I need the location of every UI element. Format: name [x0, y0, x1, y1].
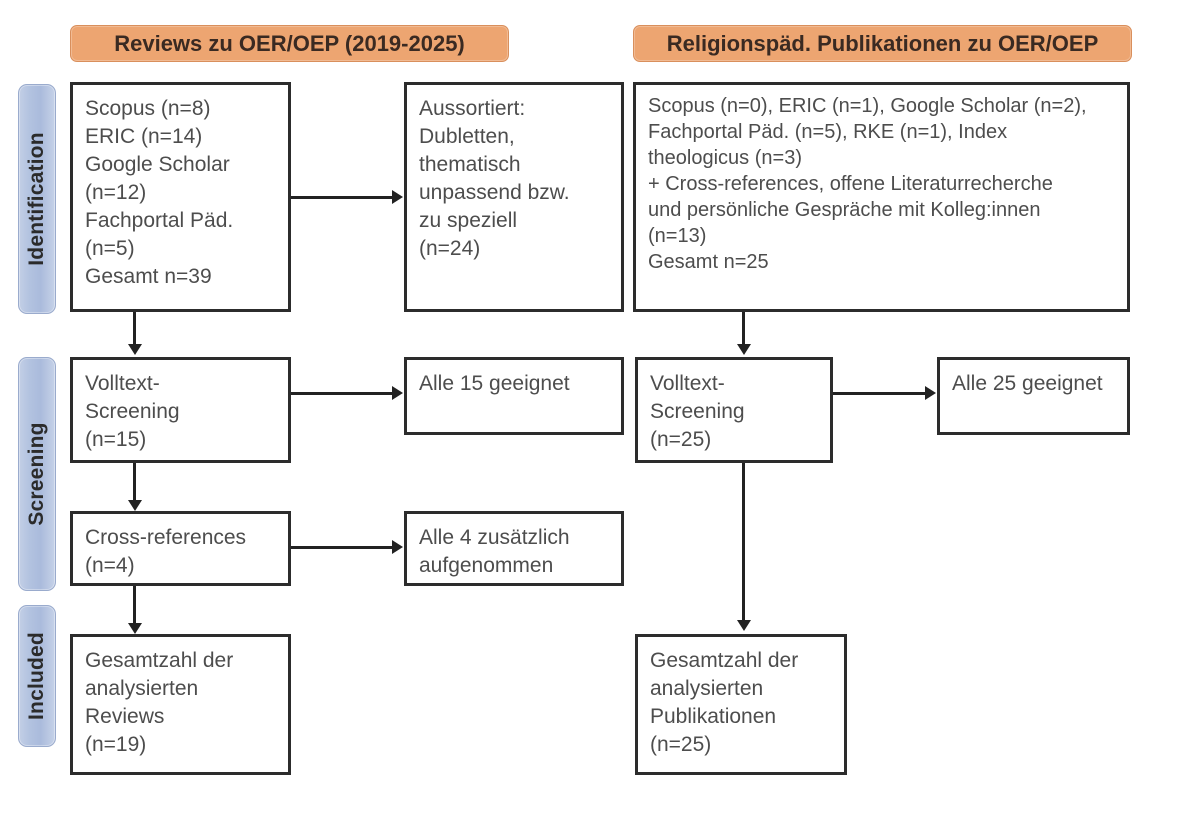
column-header-reviews-text: Reviews zu OER/OEP (2019-2025): [114, 30, 465, 56]
box-left-excluded-text: Aussortiert: Dubletten, thematisch unpas…: [419, 97, 570, 260]
box-left-crossrefs-result-text: Alle 4 zusätzlich aufgenommen: [419, 526, 570, 577]
arrowhead-right-screening-to-result: [925, 386, 936, 400]
box-right-screening-result-text: Alle 25 geeignet: [952, 372, 1103, 395]
arrowhead-left-screening-to-result: [392, 386, 403, 400]
box-left-identification-text: Scopus (n=8) ERIC (n=14) Google Scholar …: [85, 97, 234, 288]
connector-left-screening-to-result: [291, 392, 394, 395]
box-right-identification-text: Scopus (n=0), ERIC (n=1), Google Scholar…: [648, 95, 1087, 273]
connector-right-screening-to-included: [742, 463, 745, 623]
connector-right-screening-to-result: [833, 392, 927, 395]
box-left-crossrefs-result: Alle 4 zusätzlich aufgenommen: [404, 511, 624, 586]
box-right-screening: Volltext- Screening (n=25): [635, 357, 833, 463]
connector-left-identification-to-excluded: [291, 196, 394, 199]
arrowhead-right-identification-to-screening: [737, 344, 751, 355]
box-right-screening-result: Alle 25 geeignet: [937, 357, 1130, 435]
column-header-reviews: Reviews zu OER/OEP (2019-2025): [70, 25, 509, 62]
arrowhead-left-screening-to-crossrefs: [128, 500, 142, 511]
arrowhead-left-crossrefs-to-included: [128, 623, 142, 634]
box-left-screening-result-text: Alle 15 geeignet: [419, 372, 570, 395]
arrowhead-right-screening-to-included: [737, 620, 751, 631]
stage-label-identification: Identification: [25, 132, 48, 266]
connector-left-crossrefs-to-result: [291, 546, 394, 549]
box-left-included: Gesamtzahl der analysierten Reviews (n=1…: [70, 634, 291, 775]
box-left-crossrefs-text: Cross-references (n=4): [85, 526, 247, 577]
arrowhead-left-identification-to-excluded: [392, 190, 403, 204]
box-right-screening-text: Volltext- Screening (n=25): [650, 372, 745, 451]
box-left-identification: Scopus (n=8) ERIC (n=14) Google Scholar …: [70, 82, 291, 312]
stage-label-screening: Screening: [25, 422, 48, 526]
stage-bar-identification: Identification: [18, 84, 56, 314]
box-right-included-text: Gesamtzahl der analysierten Publikatione…: [650, 649, 799, 756]
column-header-religionspaed-text: Religionspäd. Publikationen zu OER/OEP: [666, 30, 1099, 56]
box-left-excluded: Aussortiert: Dubletten, thematisch unpas…: [404, 82, 624, 312]
box-right-included: Gesamtzahl der analysierten Publikatione…: [635, 634, 847, 775]
box-right-identification: Scopus (n=0), ERIC (n=1), Google Scholar…: [633, 82, 1130, 312]
box-left-screening-result: Alle 15 geeignet: [404, 357, 624, 435]
connector-left-identification-to-screening: [133, 312, 136, 348]
box-left-screening: Volltext- Screening (n=15): [70, 357, 291, 463]
stage-label-included: Included: [25, 632, 48, 720]
box-left-screening-text: Volltext- Screening (n=15): [85, 372, 180, 451]
connector-right-identification-to-screening: [742, 312, 745, 348]
connector-left-screening-to-crossrefs: [133, 463, 136, 505]
connector-left-crossrefs-to-included: [133, 586, 136, 628]
arrowhead-left-crossrefs-to-result: [392, 540, 403, 554]
column-header-religionspaed: Religionspäd. Publikationen zu OER/OEP: [633, 25, 1132, 62]
stage-bar-screening: Screening: [18, 357, 56, 591]
arrowhead-left-identification-to-screening: [128, 344, 142, 355]
box-left-included-text: Gesamtzahl der analysierten Reviews (n=1…: [85, 649, 234, 756]
stage-bar-included: Included: [18, 605, 56, 747]
box-left-crossrefs: Cross-references (n=4): [70, 511, 291, 586]
